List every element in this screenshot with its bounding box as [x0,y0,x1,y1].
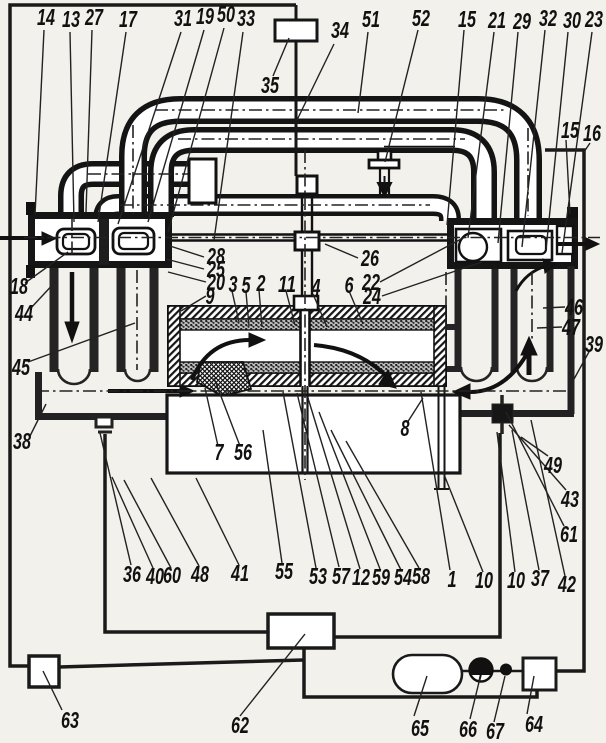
svg-text:53: 53 [309,563,327,589]
svg-text:38: 38 [13,428,31,454]
svg-text:61: 61 [560,521,578,547]
svg-text:33: 33 [237,5,255,31]
svg-text:11: 11 [278,271,296,297]
svg-text:4: 4 [311,274,321,300]
svg-text:30: 30 [563,7,581,33]
svg-text:10: 10 [475,567,493,593]
svg-text:44: 44 [14,300,33,326]
svg-text:2: 2 [256,270,266,296]
svg-text:10: 10 [507,567,525,593]
svg-text:5: 5 [242,272,252,298]
svg-text:21: 21 [487,7,506,33]
svg-text:16: 16 [583,120,601,146]
svg-text:15: 15 [561,117,580,143]
svg-text:51: 51 [362,6,380,32]
svg-text:29: 29 [512,8,531,34]
svg-text:65: 65 [411,715,430,741]
svg-text:28: 28 [206,243,225,269]
svg-text:13: 13 [62,6,80,32]
svg-text:18: 18 [10,273,28,299]
svg-text:35: 35 [261,72,280,98]
svg-text:7: 7 [215,439,225,465]
svg-text:48: 48 [190,561,209,587]
svg-text:25: 25 [206,256,226,282]
svg-text:47: 47 [561,314,581,340]
svg-text:26: 26 [360,245,379,271]
svg-text:37: 37 [531,565,550,591]
svg-text:12: 12 [352,564,370,590]
svg-text:34: 34 [331,17,349,43]
svg-text:67: 67 [486,718,505,743]
svg-text:63: 63 [61,707,79,733]
svg-text:9: 9 [206,283,215,309]
svg-text:8: 8 [401,415,410,441]
svg-text:42: 42 [557,571,576,597]
svg-text:58: 58 [412,563,430,589]
svg-text:22: 22 [361,269,380,295]
svg-text:52: 52 [412,5,430,31]
svg-text:31: 31 [174,5,192,31]
svg-text:20: 20 [206,269,225,295]
svg-text:23: 23 [584,6,603,32]
svg-text:56: 56 [234,439,252,465]
svg-text:55: 55 [275,558,294,584]
svg-text:41: 41 [230,560,249,586]
svg-text:45: 45 [11,354,31,380]
svg-text:6: 6 [345,272,354,298]
svg-text:50: 50 [217,1,235,27]
svg-text:24: 24 [362,283,381,309]
svg-text:59: 59 [372,564,390,590]
svg-text:54: 54 [394,564,412,590]
svg-text:14: 14 [37,4,55,30]
svg-text:64: 64 [525,711,543,737]
svg-text:49: 49 [543,452,562,478]
svg-text:36: 36 [123,561,141,587]
svg-text:19: 19 [196,3,214,29]
svg-text:32: 32 [539,5,557,31]
svg-text:57: 57 [332,563,351,589]
svg-text:66: 66 [459,716,477,742]
svg-text:39: 39 [585,331,603,357]
svg-text:17: 17 [119,6,138,32]
svg-text:3: 3 [229,271,238,297]
svg-text:27: 27 [84,4,104,30]
svg-text:46: 46 [564,294,583,320]
svg-text:1: 1 [448,566,457,592]
svg-text:15: 15 [458,6,477,32]
svg-text:62: 62 [231,712,249,738]
svg-text:43: 43 [560,486,579,512]
svg-text:40: 40 [145,563,164,589]
svg-text:60: 60 [163,562,181,588]
